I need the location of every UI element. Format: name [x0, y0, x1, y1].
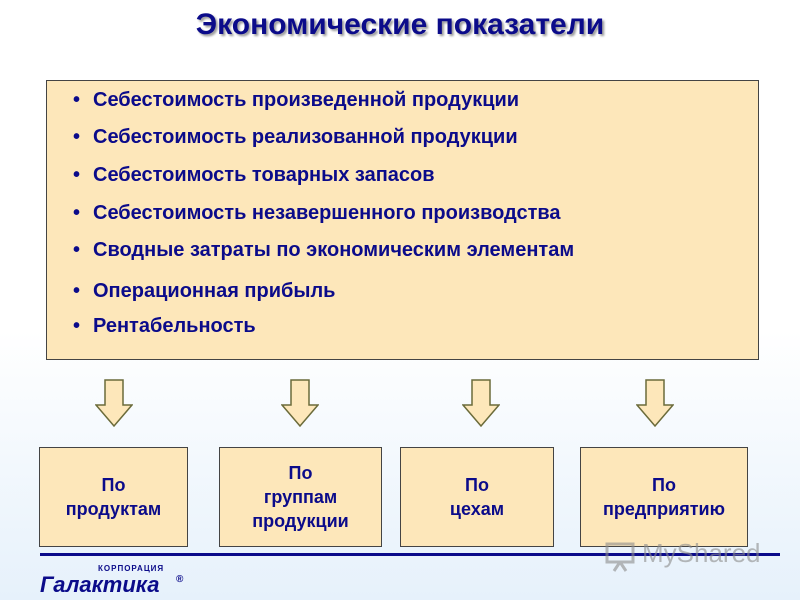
category-by-workshops: По цехам	[400, 447, 554, 547]
down-arrow-icon	[462, 379, 500, 427]
indicator-item: •Себестоимость незавершенного производст…	[73, 202, 561, 224]
indicator-item: •Себестоимость товарных запасов	[73, 164, 435, 186]
indicators-box: •Себестоимость произведенной продукции •…	[46, 80, 759, 360]
bullet-icon: •	[73, 89, 81, 111]
down-arrow-icon	[281, 379, 319, 427]
indicator-item: •Сводные затраты по экономическим элемен…	[73, 239, 575, 261]
presentation-icon	[605, 542, 635, 572]
bullet-icon: •	[73, 315, 81, 337]
page-title: Экономические показатели	[195, 8, 605, 41]
bullet-icon: •	[73, 126, 81, 148]
indicator-item: •Себестоимость произведенной продукции	[73, 89, 520, 111]
indicator-item: •Операционная прибыль	[73, 280, 336, 302]
category-by-product-groups: По группам продукции	[219, 447, 382, 547]
category-by-enterprise: По предприятию	[580, 447, 748, 547]
footer-divider	[40, 553, 780, 556]
bullet-icon: •	[73, 202, 81, 224]
bullet-icon: •	[73, 239, 81, 261]
category-by-products: По продуктам	[39, 447, 188, 547]
indicator-item: •Себестоимость реализованной продукции	[73, 126, 518, 148]
down-arrow-icon	[95, 379, 133, 427]
down-arrow-icon	[636, 379, 674, 427]
indicator-item: •Рентабельность	[73, 315, 256, 337]
bullet-icon: •	[73, 280, 81, 302]
bullet-icon: •	[73, 164, 81, 186]
